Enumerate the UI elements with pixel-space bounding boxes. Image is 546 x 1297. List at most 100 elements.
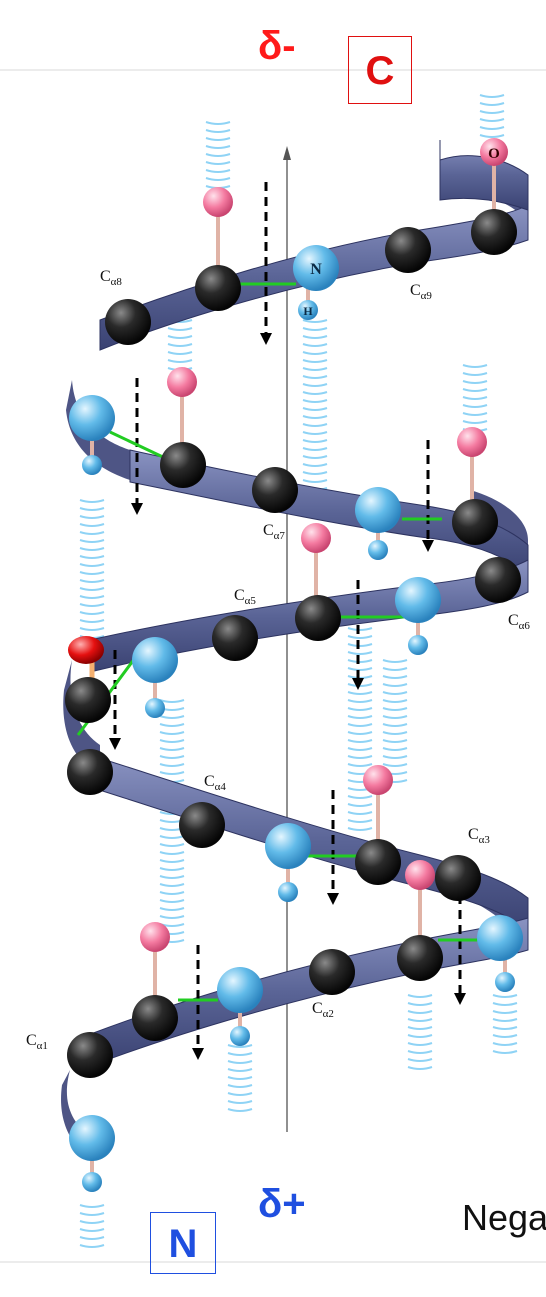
- hbond-arc: [227, 1060, 253, 1064]
- hbond-arc: [407, 1002, 433, 1006]
- carbon-atom: [471, 209, 517, 255]
- hbond-arc: [492, 1026, 518, 1030]
- hbond-arc: [347, 819, 373, 823]
- nitrogen-atom: [395, 577, 441, 623]
- carbon-atom: [475, 557, 521, 603]
- hbond-arc: [205, 121, 231, 125]
- hbond-arc: [302, 367, 328, 371]
- hbond-arc: [205, 129, 231, 133]
- hbond-arc: [462, 412, 488, 416]
- helix-axis: [283, 146, 291, 1132]
- hbond-arc: [79, 1204, 105, 1208]
- hbond-arc: [382, 659, 408, 663]
- hbond-arc: [462, 388, 488, 392]
- alpha-carbon-label: Cα8: [100, 268, 122, 289]
- hbond-arc: [79, 627, 105, 631]
- hbond-arc: [79, 611, 105, 615]
- carbon-atom: [385, 227, 431, 273]
- nitrogen-atom: [477, 915, 523, 961]
- hbond-arc: [382, 699, 408, 703]
- alpha-carbon-label: Cα4: [204, 773, 226, 794]
- hbond-arc: [79, 523, 105, 527]
- hbond-arc: [347, 795, 373, 799]
- hbond-arc: [407, 1042, 433, 1046]
- hbond-arc: [205, 169, 231, 173]
- hbond-arc: [302, 463, 328, 467]
- hbond-arc: [79, 595, 105, 599]
- caption-text: Nega: [462, 1197, 546, 1238]
- hbond-arc: [407, 1026, 433, 1030]
- hbond-arc: [302, 383, 328, 387]
- hbond-arc: [347, 747, 373, 751]
- oxygen-atom: [457, 427, 487, 457]
- hbond-arc: [479, 126, 505, 130]
- hbond-arc: [79, 1244, 105, 1248]
- hbond-arc: [462, 404, 488, 408]
- hydrogen-atom: [145, 698, 165, 718]
- oxygen-atom: [301, 523, 331, 553]
- alpha-carbon-label: Cα1: [26, 1032, 48, 1053]
- hbond-arc: [462, 372, 488, 376]
- hbond-arc: [167, 327, 193, 331]
- hbond-arc: [79, 1236, 105, 1240]
- hbond-arc: [205, 153, 231, 157]
- dipole-arrow-head: [352, 678, 364, 690]
- hbond-arc: [159, 915, 185, 919]
- carbon-atom: [195, 265, 241, 311]
- hbond-arc: [347, 699, 373, 703]
- hbond-arc: [159, 891, 185, 895]
- hbond-arc: [79, 619, 105, 623]
- oxygen-atom: [167, 367, 197, 397]
- hbond-arc: [159, 851, 185, 855]
- hydrogen-atom: [230, 1026, 250, 1046]
- hbond-arc: [159, 755, 185, 759]
- hbond-arc: [407, 1010, 433, 1014]
- hbond-arc: [382, 715, 408, 719]
- dipole-arrow-head: [422, 540, 434, 552]
- n-terminus-box: N: [150, 1212, 216, 1274]
- hbond-arc: [302, 375, 328, 379]
- hbond-arc: [302, 319, 328, 323]
- dipole-arrow-head: [192, 1048, 204, 1060]
- hbond-arc: [382, 755, 408, 759]
- c-terminus-box: C: [348, 36, 412, 104]
- hbond-arc: [159, 835, 185, 839]
- dipole-arrow-head: [454, 993, 466, 1005]
- hydrogen-label: H: [303, 304, 313, 318]
- alpha-carbon-label: Cα7: [263, 522, 285, 543]
- hbond-arc: [492, 1002, 518, 1006]
- carbon-atom: [252, 467, 298, 513]
- alpha-carbon-label: Cα5: [234, 587, 256, 608]
- nitrogen-label: N: [310, 261, 322, 278]
- hbond-arc: [382, 739, 408, 743]
- hbond-arc: [159, 739, 185, 743]
- dipole-arrow-head: [109, 738, 121, 750]
- oxygen-atom: [140, 922, 170, 952]
- hydrogen-atom: [495, 972, 515, 992]
- alpha-carbon-label: Cα6: [508, 612, 530, 633]
- hbond-arc: [227, 1092, 253, 1096]
- hbond-arc: [79, 539, 105, 543]
- hbond-arc: [382, 747, 408, 751]
- hbond-arc: [347, 763, 373, 767]
- hbond-arc: [79, 531, 105, 535]
- oxygen-atom: [405, 860, 435, 890]
- hbond-arc: [159, 907, 185, 911]
- hbond-arc: [479, 118, 505, 122]
- hbond-arc: [302, 471, 328, 475]
- hbond-arc: [462, 396, 488, 400]
- hbond-arc: [159, 763, 185, 767]
- hbond-arc: [382, 675, 408, 679]
- hbond-arc: [347, 827, 373, 831]
- hbond-arc: [407, 1050, 433, 1054]
- hbond-arc: [79, 547, 105, 551]
- hbond-arc: [492, 1042, 518, 1046]
- hbond-arc: [492, 1018, 518, 1022]
- hbond-arc: [159, 875, 185, 879]
- hbond-arc: [302, 423, 328, 427]
- carbon-atom: [160, 442, 206, 488]
- hbond-arc: [479, 94, 505, 98]
- carbon-atom: [65, 677, 111, 723]
